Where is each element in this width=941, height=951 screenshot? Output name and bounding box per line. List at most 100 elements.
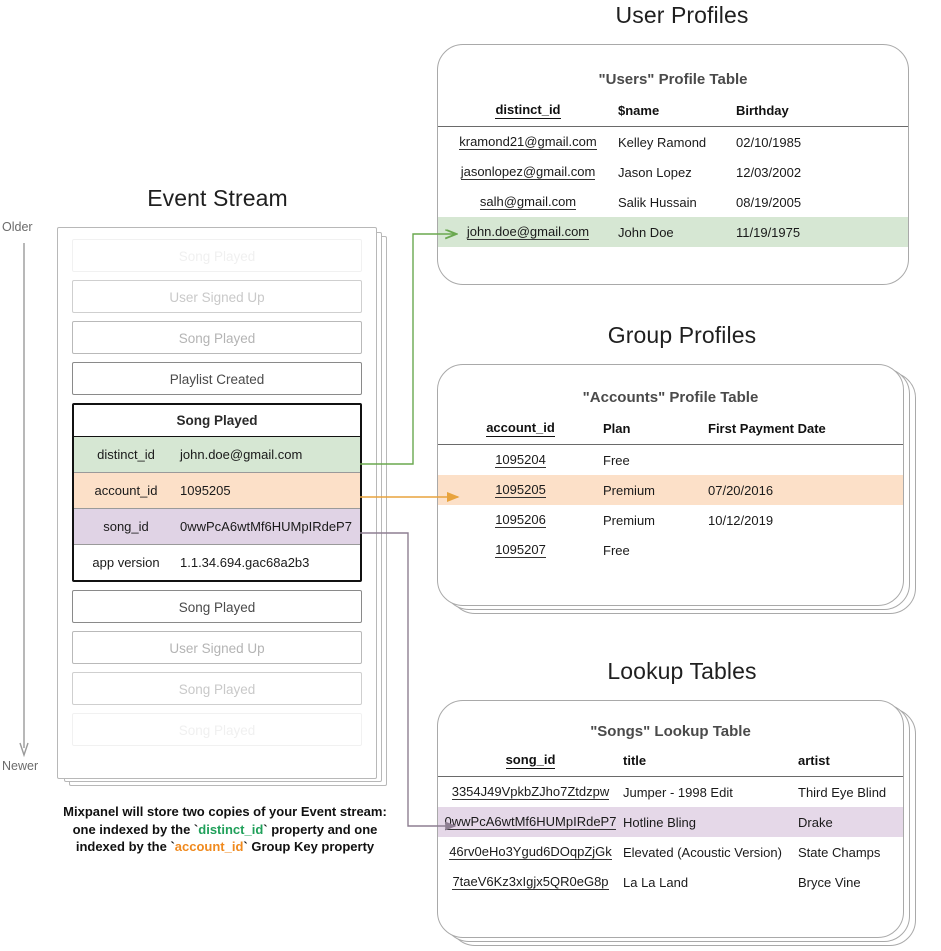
cell-title: Elevated (Acoustic Version) bbox=[623, 844, 782, 860]
event-card[interactable]: User Signed Up bbox=[72, 280, 362, 313]
table-row[interactable]: 3354J49VpkbZJho7Ztdzpw Jumper - 1998 Edi… bbox=[438, 777, 903, 808]
user-profiles-card-front: "Users" Profile Table distinct_id $name … bbox=[437, 44, 909, 285]
event-card[interactable]: Song Played bbox=[72, 321, 362, 354]
table-row-highlighted[interactable]: 0wwPcA6wtMf6HUMpIRdeP7 Hotline Bling Dra… bbox=[438, 807, 903, 837]
cell-artist: Drake bbox=[798, 807, 903, 837]
cell-first-payment-date bbox=[708, 445, 903, 476]
user-profiles-card: "Users" Profile Table distinct_id $name … bbox=[437, 44, 911, 287]
expanded-event-name: Song Played bbox=[74, 405, 360, 437]
column-header-song-id: song_id bbox=[505, 752, 556, 769]
users-table-title: "Users" Profile Table bbox=[598, 71, 748, 88]
event-card[interactable]: Song Played bbox=[72, 672, 362, 705]
table-row[interactable]: jasonlopez@gmail.com Jason Lopez 12/03/2… bbox=[438, 157, 908, 187]
cell-birthday: 11/19/1975 bbox=[736, 217, 908, 247]
cell-first-payment-date bbox=[708, 535, 903, 565]
event-property-row[interactable]: song_id 0wwPcA6wtMf6HUMpIRdeP7 bbox=[74, 509, 360, 545]
accounts-table-header-row: account_id Plan First Payment Date bbox=[438, 420, 903, 445]
event-card[interactable]: Playlist Created bbox=[72, 362, 362, 395]
cell-account-id: 1095204 bbox=[495, 452, 546, 468]
cell-title: Jumper - 1998 Edit bbox=[623, 784, 733, 800]
cell-artist: Bryce Vine bbox=[798, 874, 861, 890]
column-header-artist: artist bbox=[798, 753, 830, 768]
group-profiles-card-front: "Accounts" Profile Table account_id Plan… bbox=[437, 364, 904, 606]
caption-line-2-prefix: one indexed by the ` bbox=[72, 821, 199, 837]
property-value: john.doe@gmail.com bbox=[180, 447, 303, 462]
table-row-highlighted[interactable]: 1095205 Premium 07/20/2016 bbox=[438, 475, 903, 505]
group-profiles-title: Group Profiles bbox=[607, 322, 757, 348]
event-property-row[interactable]: distinct_id john.doe@gmail.com bbox=[74, 437, 360, 473]
cell-artist: State Champs bbox=[798, 844, 881, 860]
cell-song-id: 3354J49VpkbZJho7Ztdzpw bbox=[451, 784, 610, 800]
cell-first-payment-date: 10/12/2019 bbox=[708, 512, 774, 528]
cell-plan: Premium bbox=[603, 512, 656, 528]
table-row[interactable]: kramond21@gmail.com Kelley Ramond 02/10/… bbox=[438, 127, 908, 158]
users-table-header-row: distinct_id $name Birthday bbox=[438, 102, 908, 127]
cell-song-id: 46rv0eHo3Ygud6DOqpZjGk bbox=[449, 844, 612, 860]
caption-token-distinct-id: distinct_id bbox=[198, 821, 264, 837]
cell-plan: Premium bbox=[603, 475, 708, 505]
event-card[interactable]: Song Played bbox=[72, 713, 362, 746]
cell-name: John Doe bbox=[618, 217, 736, 247]
songs-table-title: "Songs" Lookup Table bbox=[590, 723, 751, 740]
event-list: Song Played User Signed Up Song Played P… bbox=[58, 228, 376, 778]
event-card[interactable]: Song Played bbox=[72, 590, 362, 623]
songs-table-header-row: song_id title artist bbox=[438, 752, 903, 777]
table-row[interactable]: 1095204 Free bbox=[438, 445, 903, 476]
cell-birthday: 12/03/2002 bbox=[736, 164, 802, 180]
table-row[interactable]: salh@gmail.com Salik Hussain 08/19/2005 bbox=[438, 187, 908, 217]
table-row[interactable]: 1095206 Premium 10/12/2019 bbox=[438, 505, 903, 535]
table-row[interactable]: 7taeV6Kz3xIgjx5QR0eG8p La La Land Bryce … bbox=[438, 867, 903, 897]
cell-distinct-id: kramond21@gmail.com bbox=[459, 134, 597, 150]
cell-song-id: 0wwPcA6wtMf6HUMpIRdeP7 bbox=[438, 807, 623, 837]
property-value: 0wwPcA6wtMf6HUMpIRdeP7 bbox=[180, 519, 352, 534]
cell-distinct-id: jasonlopez@gmail.com bbox=[460, 164, 596, 180]
group-profiles-card: "Accounts" Profile Table account_id Plan… bbox=[437, 364, 917, 614]
event-card[interactable]: Song Played bbox=[72, 239, 362, 272]
column-header-first-payment-date: First Payment Date bbox=[708, 421, 826, 436]
lookup-tables-card-front: "Songs" Lookup Table song_id title artis… bbox=[437, 700, 904, 938]
table-row[interactable]: 46rv0eHo3Ygud6DOqpZjGk Elevated (Acousti… bbox=[438, 837, 903, 867]
cell-title: Hotline Bling bbox=[623, 807, 798, 837]
users-table: distinct_id $name Birthday kramond21@gma… bbox=[438, 102, 908, 247]
property-key: account_id bbox=[94, 483, 158, 498]
cell-plan: Free bbox=[603, 542, 630, 558]
newer-label: Newer bbox=[2, 759, 39, 773]
lookup-tables-card: "Songs" Lookup Table song_id title artis… bbox=[437, 700, 917, 948]
caption-line-1: Mixpanel will store two copies of your E… bbox=[63, 804, 387, 819]
event-stream-card-stack: Song Played User Signed Up Song Played P… bbox=[57, 227, 389, 787]
caption-line-2-suffix: ` property and one bbox=[263, 821, 378, 837]
cell-account-id: 1095206 bbox=[495, 512, 546, 528]
table-row-highlighted[interactable]: john.doe@gmail.com John Doe 11/19/1975 bbox=[438, 217, 908, 247]
cell-name: Salik Hussain bbox=[618, 194, 697, 210]
cell-account-id: 1095205 bbox=[438, 475, 603, 505]
property-key: app version bbox=[92, 555, 160, 570]
cell-plan: Free bbox=[603, 452, 630, 468]
accounts-table-title: "Accounts" Profile Table bbox=[582, 389, 759, 406]
caption-token-account-id: account_id bbox=[174, 839, 244, 854]
cell-name: Kelley Ramond bbox=[618, 134, 707, 150]
property-key: distinct_id bbox=[97, 447, 155, 462]
column-header-title: title bbox=[623, 753, 647, 768]
cell-birthday: 02/10/1985 bbox=[736, 134, 802, 150]
property-key: song_id bbox=[103, 519, 149, 534]
caption-line-3-prefix: indexed by the ` bbox=[75, 839, 175, 854]
lookup-tables-title: Lookup Tables bbox=[607, 658, 757, 684]
event-property-row[interactable]: account_id 1095205 bbox=[74, 473, 360, 509]
column-header-name: $name bbox=[618, 103, 660, 118]
cell-first-payment-date: 07/20/2016 bbox=[708, 475, 903, 505]
event-stream-title: Event Stream bbox=[147, 185, 288, 211]
older-label: Older bbox=[2, 220, 33, 234]
cell-birthday: 08/19/2005 bbox=[736, 194, 802, 210]
cell-distinct-id: salh@gmail.com bbox=[479, 194, 577, 210]
event-property-row[interactable]: app version 1.1.34.694.gac68a2b3 bbox=[74, 545, 360, 580]
user-profiles-title: User Profiles bbox=[615, 2, 749, 28]
time-direction-arrow bbox=[19, 243, 29, 758]
expanded-event-card[interactable]: Song Played distinct_id john.doe@gmail.c… bbox=[72, 403, 362, 582]
event-card[interactable]: User Signed Up bbox=[72, 631, 362, 664]
cell-name: Jason Lopez bbox=[618, 164, 692, 180]
cell-distinct-id: john.doe@gmail.com bbox=[438, 217, 618, 247]
column-header-birthday: Birthday bbox=[736, 103, 789, 118]
column-header-distinct-id: distinct_id bbox=[495, 102, 561, 119]
table-row[interactable]: 1095207 Free bbox=[438, 535, 903, 565]
property-value: 1095205 bbox=[180, 483, 231, 498]
